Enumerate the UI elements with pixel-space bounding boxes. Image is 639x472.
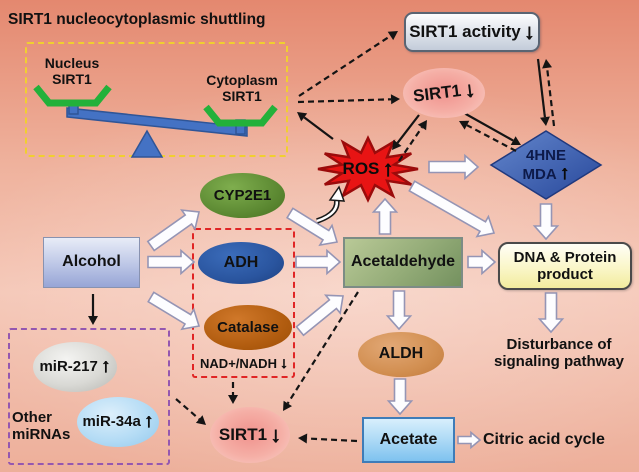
sirt1-activity-node: SIRT1 activity ↓ [404,12,540,52]
nucleus-pan-icon [33,84,112,107]
down-arrow-icon: ↓ [523,19,535,45]
arrow-hne-mda-to-sirt1 [459,120,517,152]
down-arrow-icon: ↓ [270,422,282,448]
arrow-shuttling-to-sirt1 [297,94,400,105]
arrow-aldh-to-acetate [386,378,414,416]
balance-scale-icon [33,84,278,158]
arrow-acetaldehyde-to-aldh [385,290,413,331]
cytoplasm-pan-icon [203,104,278,127]
adh-node: ADH [198,242,284,284]
nad-nadh-label: NAD+/NADH ↓ [200,354,288,372]
citric-acid-cycle-label: Citric acid cycle [483,430,605,448]
arrow-alcohol-to-adh [147,248,196,276]
down-arrow-icon: ↓ [279,354,288,372]
arrow-acetate-to-citric-acid [457,430,482,450]
hne-mda-label: 4HNE MDA↑ [522,147,570,184]
arrow-acetaldehyde-to-dna-protein [467,248,497,276]
mir217-node: miR-217 ↑ [33,342,117,392]
page-title: SIRT1 nucleocytoplasmic shuttling [8,10,318,30]
arrow-ros-to-sirt1 [398,120,427,162]
mirna-group-box [8,328,170,465]
up-arrow-icon: ↑ [100,355,111,378]
arrow-cyp2e1-to-acetaldehyde [285,207,339,247]
page-title-text: SIRT1 nucleocytoplasmic shuttling [8,11,266,29]
mir34a-node: miR-34a ↑ [77,397,159,447]
up-arrow-icon: ↑ [382,156,394,182]
cyp2e1-node: CYP2E1 [200,173,285,218]
hne-mda-diamond [489,130,603,200]
arrow-nad-to-sirt1-lower [228,382,238,404]
curved-arrow-to-ros [316,185,346,224]
arrow-acetate-to-sirt1-lower [298,433,358,444]
balance-beam [66,107,248,137]
balance-fulcrum [130,129,164,158]
arrow-ros-to-dna-protein [408,180,496,238]
arrow-activity-to-hne-mda [536,58,550,126]
arrow-alcohol-to-catalase [147,291,201,331]
arrow-hne-mda-to-dna-protein [532,203,560,241]
sirt1-upper-node: SIRT1 ↓ [403,68,485,118]
arrow-dna-protein-to-disturbance [537,292,565,334]
adh-catalase-group-box [192,228,295,378]
arrow-alcohol-to-cyp2e1 [146,209,200,252]
arrow-hne-mda-to-activity [542,59,556,127]
aldh-node: ALDH [358,332,444,377]
arrow-sirt1-to-hne-mda [463,112,521,145]
sirt1-lower-node: SIRT1 ↓ [210,407,290,463]
ros-node-label: ROS ↑ [342,156,394,182]
catalase-node: Catalase [204,305,292,350]
arrow-acetaldehyde-to-sirt1-lower [283,291,359,411]
arrow-shuttling-to-activity [298,31,398,97]
ros-starburst-icon [317,135,419,203]
arrow-mirnas-to-sirt1-lower [175,398,206,425]
down-arrow-icon: ↓ [462,76,477,103]
alcohol-node: Alcohol [43,237,140,288]
arrow-ros-to-hne-mda [428,153,480,181]
arrow-alcohol-to-mirnas [88,294,98,325]
arrow-ros-to-shuttling-box [297,112,334,140]
arrow-acetaldehyde-to-ros [371,197,399,235]
up-arrow-icon: ↑ [559,161,570,184]
acetaldehyde-node: Acetaldehyde [343,237,463,288]
arrow-catalase-to-acetaldehyde [295,294,344,337]
arrow-sirt1-to-ros [392,114,420,150]
arrow-adh-to-acetaldehyde [295,248,342,276]
up-arrow-icon: ↑ [143,410,154,433]
acetate-node: Acetate [362,417,455,463]
